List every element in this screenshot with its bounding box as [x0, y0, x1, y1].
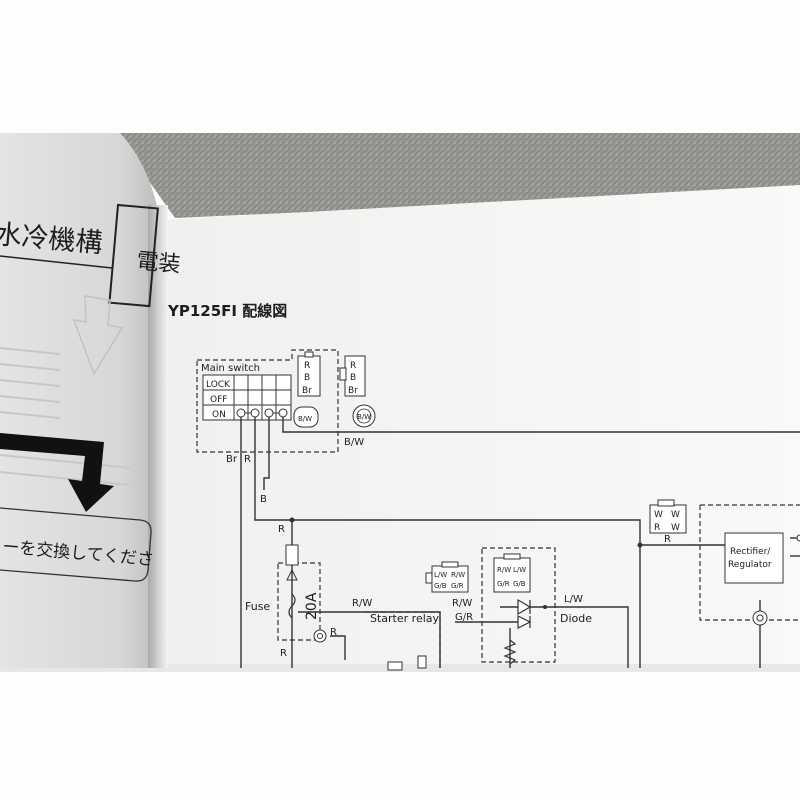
switch-pos-on: ON: [212, 410, 226, 420]
main-switch-outline: [196, 349, 339, 453]
fuse-arrow-icon: [286, 568, 298, 581]
mating-connector-pin-2: B: [350, 373, 356, 383]
relay-connector-pin-2: R/W: [451, 571, 465, 579]
diode-connector-pin-1: R/W: [497, 566, 511, 574]
regulator-connector-pin-3: R: [654, 523, 660, 533]
wire-label-r-bottom: R: [280, 648, 287, 659]
fuse-terminal: [313, 629, 327, 643]
rectifier-outline: [699, 504, 800, 621]
switch-connector-pin-3: Br: [302, 386, 312, 396]
wire-label-rw-1: R/W: [352, 598, 372, 609]
mating-connector-pin-1: R: [350, 361, 356, 371]
relay-connector-pin-3: G/B: [434, 582, 447, 590]
fuse-block: [285, 544, 299, 566]
wire-label-bw: B/W: [344, 437, 364, 448]
diode-outline: [481, 547, 556, 663]
regulator-connector-pin-4: W: [671, 523, 680, 533]
diode-connector: [493, 553, 531, 593]
faded-text-lines: [0, 347, 131, 486]
diode-connector-pin-3: G/R: [497, 580, 510, 588]
main-switch-label: Main switch: [201, 363, 260, 374]
rectifier-ground: [752, 610, 768, 626]
wire-label-r-fuse: R: [278, 524, 285, 535]
mating-connector: [339, 355, 366, 397]
ground-terminal-2: [352, 404, 376, 428]
footer-frame: [0, 507, 152, 582]
switch-connector-pin-2: B: [304, 373, 310, 383]
wire-label-gr: G/R: [455, 612, 473, 623]
left-page: [0, 133, 160, 668]
diode-connector-pin-2: L/W: [513, 566, 526, 574]
side-tab-box: [108, 203, 159, 308]
switch-pos-off: OFF: [210, 395, 227, 405]
ground-terminal-1-label: B/W: [298, 415, 312, 423]
faded-arrow-icon: [72, 295, 124, 376]
fuse-rating: 20A: [304, 592, 320, 620]
wire-label-rw-2: R/W: [452, 598, 472, 609]
diode-connector-pin-4: G/B: [513, 580, 526, 588]
regulator-connector: [649, 499, 687, 534]
wire-label-r: R: [244, 454, 251, 465]
main-switch-table: [202, 374, 292, 421]
rectifier-label-line-2: Regulator: [728, 560, 772, 570]
fuse-outline: [277, 562, 321, 641]
relay-connector: [425, 561, 469, 593]
relay-contact: [387, 661, 403, 671]
diagram-title: YP125FI 配線図: [167, 302, 287, 320]
side-tab-label: 電装: [135, 249, 181, 278]
wire-label-b: B: [260, 494, 267, 505]
wire-label-lw: L/W: [564, 594, 583, 605]
regulator-connector-pin-1: W: [654, 510, 663, 520]
wire-label-br: Br: [226, 454, 238, 465]
switch-connector-pin-1: R: [304, 361, 310, 371]
fuse-label: Fuse: [245, 600, 270, 613]
left-header-rule: [0, 255, 113, 269]
ground-terminal-2-label: B/W: [357, 413, 371, 421]
right-page: [160, 185, 800, 668]
starter-relay-label: Starter relay: [370, 612, 440, 625]
rectifier-label-line-1: Rectifier/: [730, 547, 771, 557]
switch-connector: [297, 351, 321, 397]
mating-connector-pin-3: Br: [348, 386, 358, 396]
switch-pos-lock: LOCK: [206, 380, 231, 390]
ground-terminal-1: [293, 406, 319, 428]
rectifier-block: [724, 532, 784, 584]
fuse-element-icon: [288, 593, 296, 619]
diode-symbol-2-icon: [517, 615, 532, 629]
diode-label: Diode: [560, 612, 592, 625]
regulator-connector-pin-2: W: [671, 510, 680, 520]
flow-arrow-icon: [0, 433, 114, 512]
relay-connector-pin-1: L/W: [434, 571, 447, 579]
relay-connector-pin-4: G/R: [451, 582, 464, 590]
resistor-icon: [503, 639, 517, 665]
page-gutter: [148, 205, 168, 668]
wire-label-r-relay: R: [330, 627, 337, 638]
diode-symbol-1-icon: [517, 598, 532, 616]
starter-relay-outline: [365, 611, 441, 668]
wire-label-r-right: R: [664, 534, 671, 545]
